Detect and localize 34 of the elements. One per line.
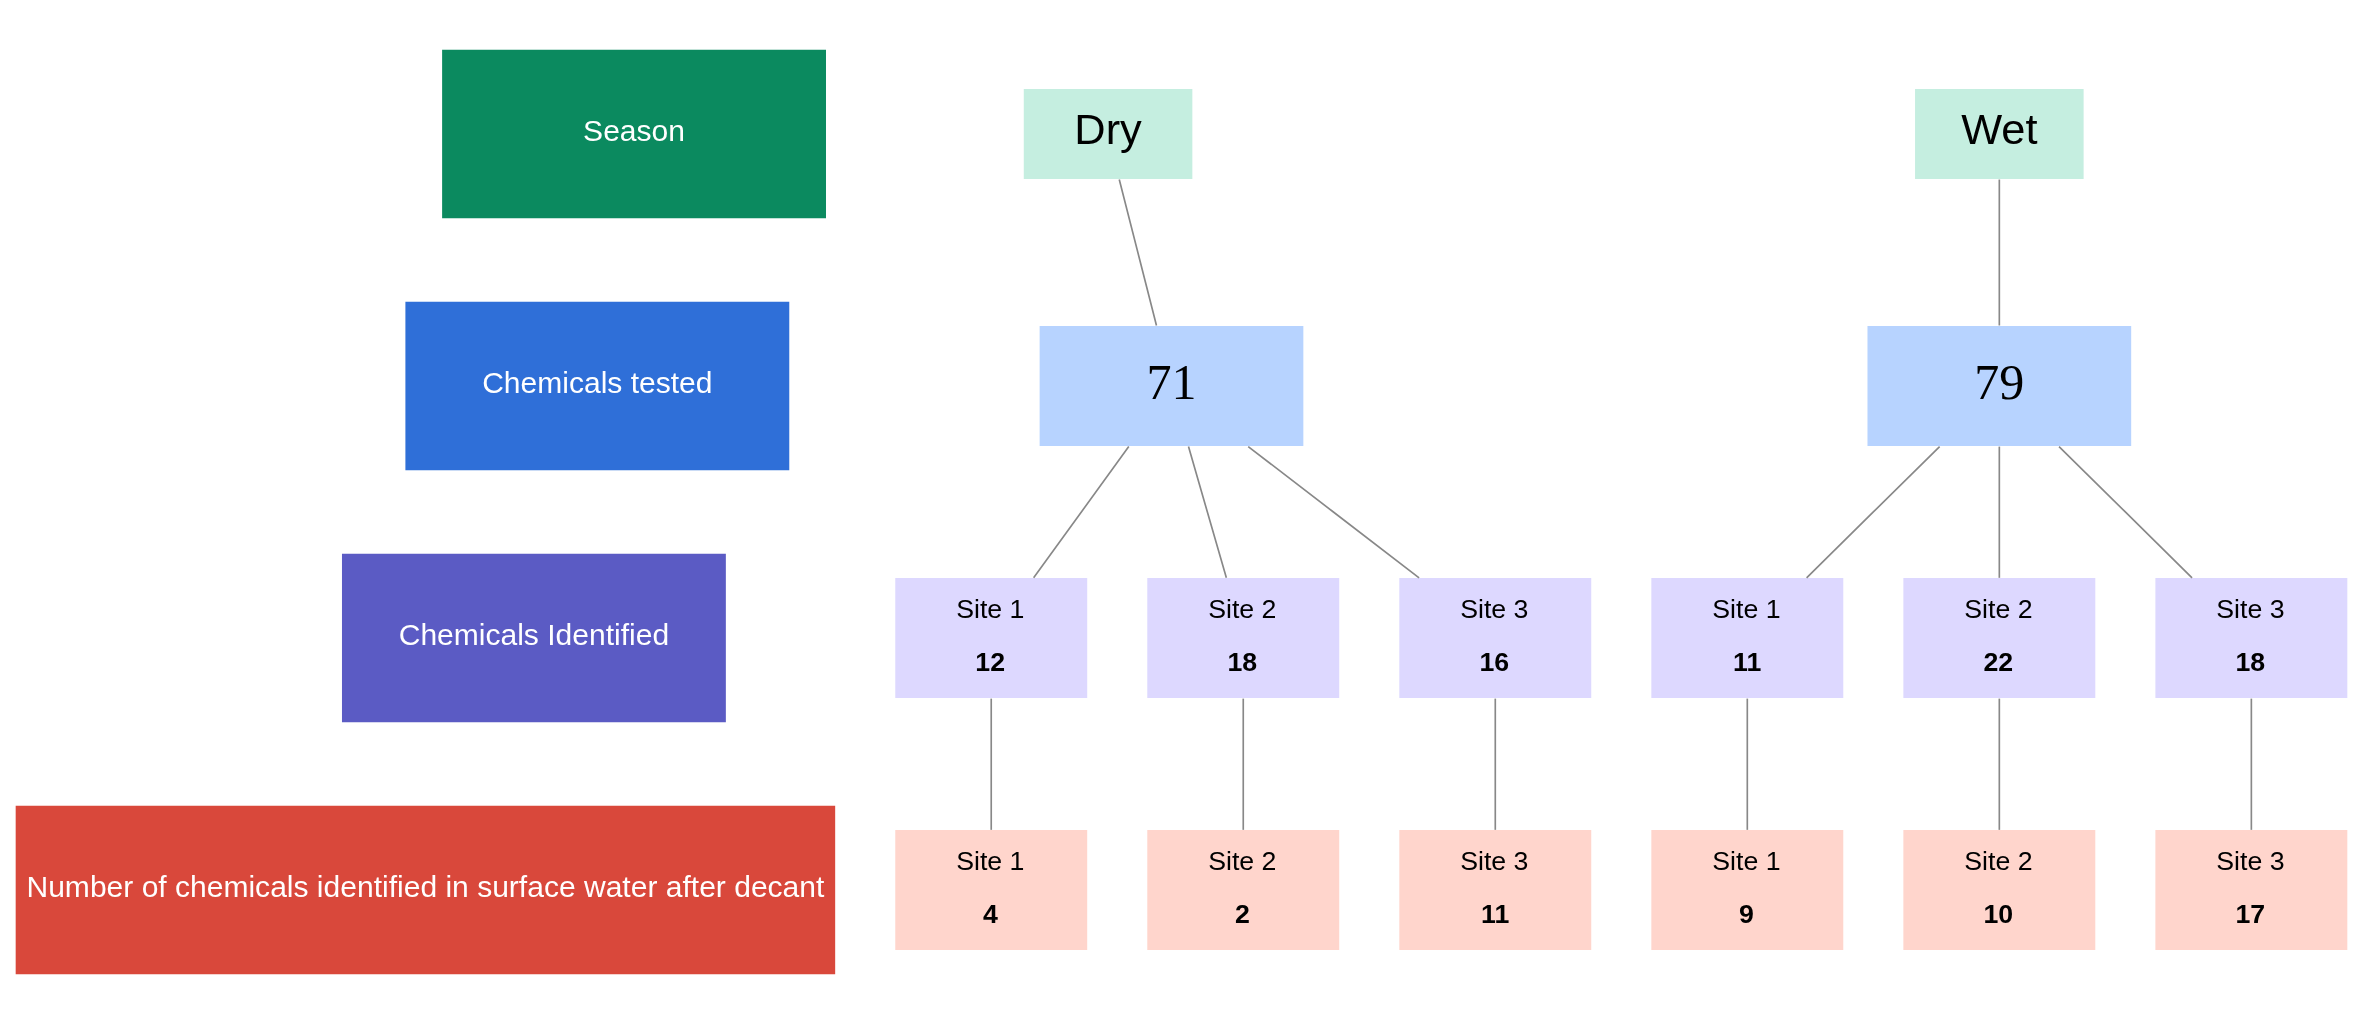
- connector: [1805, 445, 1941, 579]
- node-box: 79: [1867, 325, 2132, 446]
- connector: [1494, 697, 1497, 831]
- node-box: Site 2 18: [1147, 577, 1340, 698]
- node-box: Site 2 10: [1903, 829, 2096, 950]
- connector: [1746, 697, 1749, 831]
- connector: [1118, 178, 1158, 326]
- node-box: Chemicals Identified: [341, 553, 726, 722]
- node-box: Chemicals tested: [405, 301, 790, 470]
- connector: [1998, 697, 2001, 831]
- node-box: Site 1 11: [1651, 577, 1844, 698]
- node-box: Site 3 18: [2155, 577, 2348, 698]
- connector: [2058, 445, 2193, 579]
- node-box: Site 2 2: [1147, 829, 1340, 950]
- node-box: Site 1 9: [1651, 829, 1844, 950]
- node-box: Site 2 22: [1903, 577, 2096, 698]
- connector: [1247, 445, 1420, 579]
- node-box: Site 3 11: [1399, 829, 1592, 950]
- node-box: Site 1 12: [895, 577, 1088, 698]
- connector: [1032, 445, 1130, 579]
- connector: [1187, 445, 1228, 579]
- connector: [1998, 445, 2001, 579]
- connector: [2250, 697, 2253, 831]
- node-box: Site 3 16: [1399, 577, 1592, 698]
- connector: [990, 697, 993, 831]
- connector: [1242, 697, 1245, 831]
- node-box: 71: [1039, 325, 1304, 446]
- node-box: Site 3 17: [2155, 829, 2348, 950]
- connector: [1998, 178, 2001, 326]
- node-box: Number of chemicals identified in surface water after decant: [15, 805, 836, 974]
- node-box: Dry: [1023, 88, 1193, 179]
- node-box: Wet: [1915, 88, 2084, 179]
- node-box: Site 1 4: [895, 829, 1088, 950]
- node-box: Season: [442, 49, 826, 218]
